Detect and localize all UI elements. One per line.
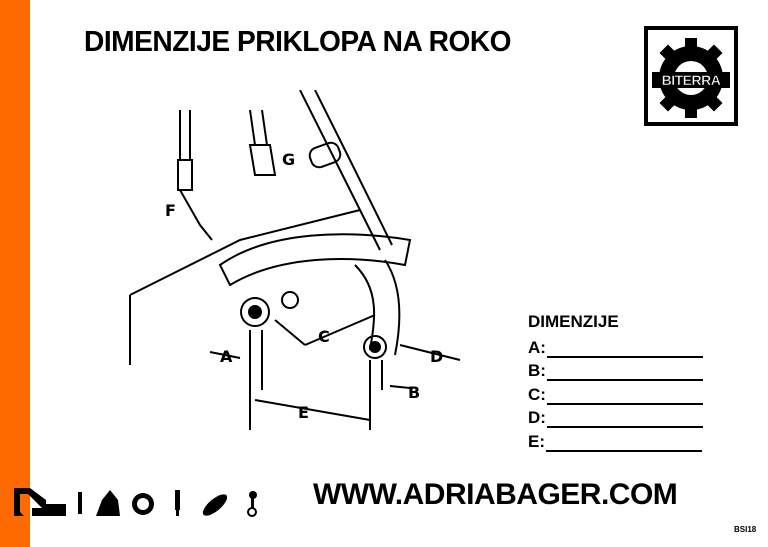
label-a: A	[220, 347, 233, 366]
dimension-field[interactable]	[546, 389, 703, 405]
dimension-field[interactable]	[546, 436, 702, 452]
arm-outline	[129, 209, 361, 296]
label-f: F	[165, 201, 176, 220]
dimension-label: D:	[528, 408, 546, 427]
hose-f	[177, 110, 213, 241]
dimension-a-b	[209, 351, 411, 389]
dimension-d	[399, 344, 461, 361]
hose-g	[248, 109, 277, 176]
track-icon	[202, 494, 228, 516]
product-icons	[14, 488, 257, 517]
dimension-row-d[interactable]: D:	[528, 405, 703, 428]
dimension-c	[274, 314, 376, 346]
link	[218, 233, 412, 287]
dimension-field[interactable]	[546, 412, 703, 428]
dimension-row-c[interactable]: C:	[528, 381, 703, 405]
dimension-label: A:	[528, 337, 546, 357]
excavator-icon	[14, 488, 66, 516]
dimensions-heading: DIMENZIJE	[528, 312, 619, 331]
dimensions-form: DIMENZIJE A: B: C: D: E:	[528, 312, 703, 452]
dimension-label: C:	[528, 384, 546, 404]
chisel-icon	[175, 490, 180, 516]
dimension-row-e[interactable]: E:	[528, 428, 703, 452]
website-url[interactable]: WWW.ADRIABAGER.COM	[313, 478, 678, 511]
document-code: BSI18	[734, 525, 757, 534]
dimension-field[interactable]	[546, 365, 703, 381]
orange-side-strip	[0, 0, 30, 547]
cylinder	[299, 90, 393, 251]
label-c: C	[318, 327, 330, 346]
pin-lines	[249, 330, 383, 430]
bucket-icon	[96, 490, 120, 516]
dimension-label: E:	[528, 431, 545, 451]
label-b: B	[408, 383, 420, 402]
dimension-row-b[interactable]: B:	[528, 358, 703, 381]
dimension-label: B:	[528, 361, 546, 380]
dimension-field[interactable]	[546, 342, 703, 358]
gear-icon	[132, 493, 154, 515]
label-d: D	[430, 347, 443, 366]
hammer-icon	[78, 492, 82, 514]
coupler-body	[354, 259, 401, 356]
piston-icon	[247, 491, 257, 517]
label-g: G	[282, 150, 295, 169]
dimension-row-a[interactable]: A:	[528, 334, 703, 358]
coupler-diagram: A B C D E F G	[129, 90, 461, 430]
label-e: E	[298, 403, 309, 422]
page-title: DIMENZIJE PRIKLOPA NA ROKO	[84, 26, 512, 58]
logo-text: BITERRA	[652, 72, 730, 88]
biterra-logo: BITERRA	[644, 26, 738, 126]
dimension-e	[254, 399, 371, 421]
